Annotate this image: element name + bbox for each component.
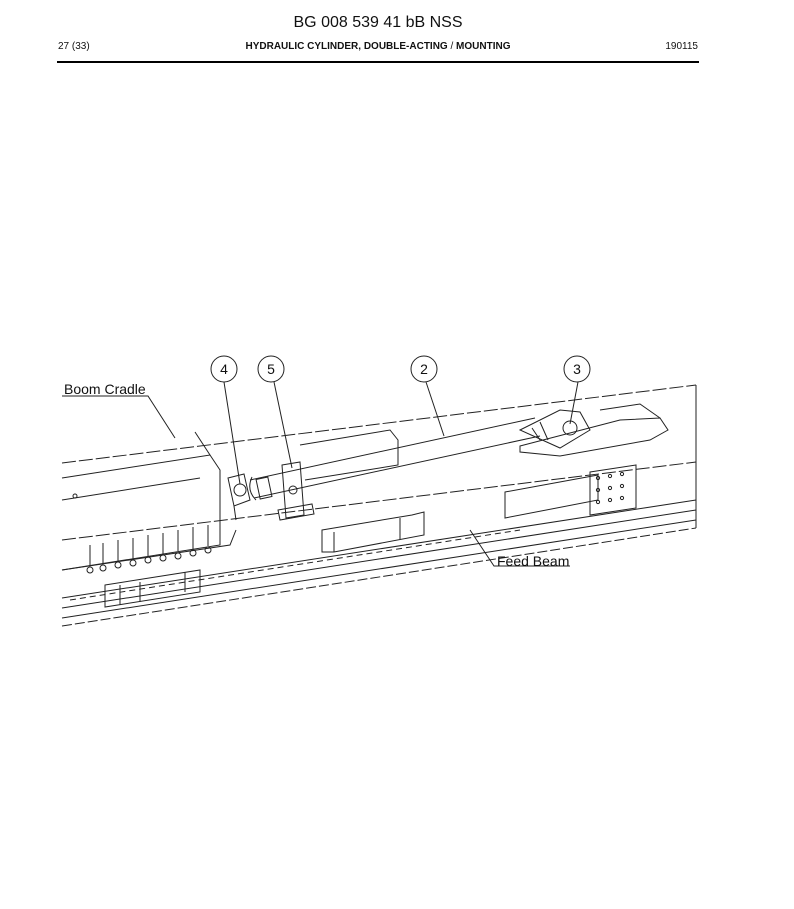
- feed-beam-label: Feed Beam: [497, 553, 569, 569]
- balloon-4-number: 4: [220, 361, 228, 377]
- section-title-main: HYDRAULIC CYLINDER, DOUBLE-ACTING: [245, 41, 448, 52]
- balloon-3-number: 3: [573, 361, 581, 377]
- balloon-3: 3: [563, 355, 591, 383]
- document-number: BG 008 539 41 bB NSS: [293, 14, 463, 31]
- section-title-sub: MOUNTING: [456, 41, 511, 52]
- date-code: 190115: [665, 41, 698, 52]
- balloon-4: 4: [210, 355, 238, 383]
- boom-cradle-label: Boom Cradle: [64, 381, 146, 397]
- balloon-2: 2: [410, 355, 438, 383]
- balloon-5: 5: [257, 355, 285, 383]
- header-rule: [57, 61, 699, 63]
- section-title-separator: /: [450, 41, 454, 52]
- balloon-2-number: 2: [420, 361, 428, 377]
- balloon-5-number: 5: [267, 361, 275, 377]
- page-number: 27 (33): [58, 41, 90, 52]
- section-title: HYDRAULIC CYLINDER, DOUBLE-ACTING / MOUN…: [0, 41, 756, 52]
